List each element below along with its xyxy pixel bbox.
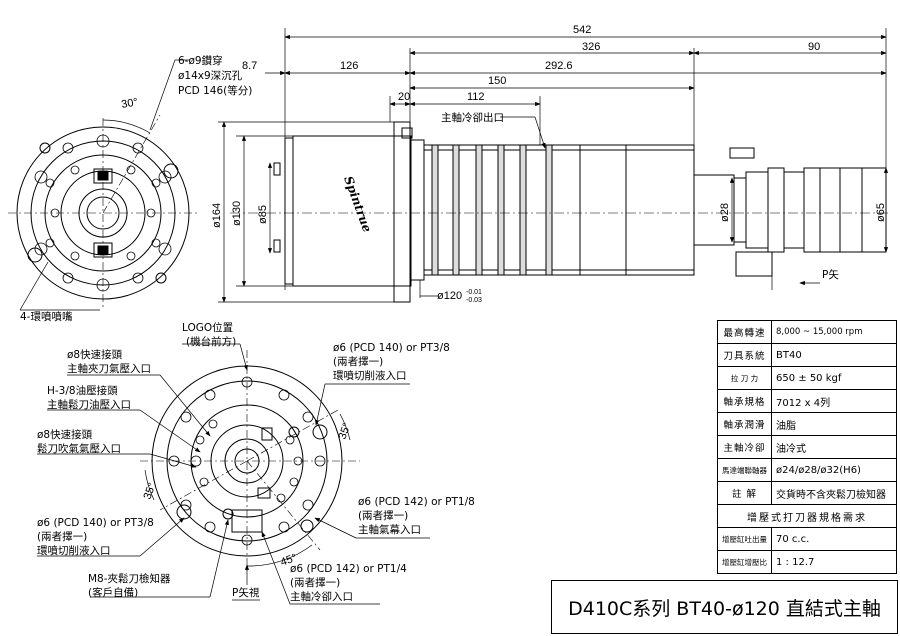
spindle-cooling-inlet: 主軸冷卻入口 xyxy=(290,590,353,603)
spec-row: 註 解交貨時不含夾鬆刀檢知器 xyxy=(717,481,897,505)
logo-position-label: LOGO位置 xyxy=(182,321,233,334)
spec-value: 650 ± 50 kgf xyxy=(771,366,897,390)
coolant-ring-choice-left: (兩者擇一) xyxy=(37,530,87,543)
side-view-spindle xyxy=(273,121,887,303)
dim-dia-130: ø130 xyxy=(231,201,243,226)
dim-tol-up: -0.01 xyxy=(466,289,482,296)
sensor-note: (客戶自備) xyxy=(88,586,138,599)
spindle-cooling-choice: (兩者擇一) xyxy=(290,576,340,589)
hydraulic-fitting-label: H-3/8油壓接頭 xyxy=(47,384,118,397)
spec-value: BT40 xyxy=(771,343,897,367)
angle-45: 45° xyxy=(279,552,299,569)
dim-292-6: 292.6 xyxy=(545,60,573,72)
nozzle-label: 4-環噴噴嘴 xyxy=(20,311,73,323)
dim-dia-85: ø85 xyxy=(257,205,269,224)
p-view-label: P矢視 xyxy=(232,586,260,599)
dim-dia-65: ø65 xyxy=(875,203,887,222)
spec-value: 油脂 xyxy=(771,412,897,436)
p-arrow-label: P矢 xyxy=(822,268,839,281)
dim-542: 542 xyxy=(573,24,591,36)
blow-air-fitting-label: ø8快速接頭 xyxy=(37,428,93,441)
angle-35-right: 35° xyxy=(337,421,354,441)
bolt-hole-label-1: 6-ø9鑽穿 xyxy=(178,54,223,67)
dim-120: ø120 xyxy=(437,290,462,302)
unclamp-oil-inlet-label: 主軸鬆刀油壓入口 xyxy=(47,398,131,411)
spec-key: 增壓缸吐出量 xyxy=(717,527,772,551)
spec-key: 增壓缸增壓比 xyxy=(717,550,772,574)
air-curtain-choice: (兩者擇一) xyxy=(358,509,408,522)
spec-value: 交貨時不含夾鬆刀檢知器 xyxy=(771,481,897,505)
coolant-ring-inlet-left: 環噴切削液入口 xyxy=(37,544,111,557)
sensor-label: M8-夾鬆刀檢知器 xyxy=(88,572,171,585)
spintrue-logo: Spintrue xyxy=(341,174,374,234)
logo-position-note: (機台前方) xyxy=(186,335,236,348)
angle-30: 30° xyxy=(120,96,138,111)
dim-126: 126 xyxy=(340,60,358,72)
spec-key: 刀具系統 xyxy=(717,343,772,367)
bolt-hole-label-2: ø14x9深沉孔 xyxy=(178,69,243,82)
coolant-ring-port-left: ø6 (PCD 140) or PT3/8 xyxy=(37,517,154,529)
spec-value: 7012 x 4列 xyxy=(771,389,897,413)
spec-value: ø24/ø28/ø32(H6) xyxy=(771,458,897,482)
spec-section-header: 增壓式打刀器規格需求 xyxy=(717,504,897,528)
spec-key: 最高轉速 xyxy=(717,320,772,344)
dim-dia-164: ø164 xyxy=(211,203,223,228)
coolant-outlet-label: 主軸冷卻出口 xyxy=(441,111,504,124)
dim-tol-down: -0.03 xyxy=(466,297,482,304)
spec-value: 70 c.c. xyxy=(771,527,897,551)
air-curtain-port: ø6 (PCD 142) or PT1/8 xyxy=(358,496,475,508)
spec-key: 軸承規格 xyxy=(717,389,772,413)
spec-key: 馬達端聯軸器 xyxy=(717,458,772,482)
spec-key: 註 解 xyxy=(717,481,772,505)
dim-20: 20 xyxy=(398,91,410,103)
spindle-cooling-port: ø6 (PCD 142) or PT1/4 xyxy=(290,563,407,575)
drawing-title: D410C系列 BT40-ø120 直結式主軸 xyxy=(551,580,898,634)
blow-air-inlet-label: 鬆刀吹氣氣壓入口 xyxy=(37,442,121,455)
dim-8-7: 8.7 xyxy=(242,60,257,72)
spec-value: 1 : 12.7 xyxy=(771,550,897,574)
dim-150: 150 xyxy=(488,75,506,87)
spec-row: 主軸冷卻油冷式 xyxy=(717,435,897,459)
bolt-hole-label-3: PCD 146(等分) xyxy=(178,84,252,97)
coolant-ring-inlet-right: 環噴切削液入口 xyxy=(333,369,407,382)
clamp-air-fitting-label: ø8快速接頭 xyxy=(67,348,123,361)
dim-90: 90 xyxy=(808,41,820,53)
dim-326: 326 xyxy=(582,41,600,53)
spec-section-title: 增壓式打刀器規格需求 xyxy=(717,504,897,528)
spec-key: 拉 刀 力 xyxy=(717,366,772,390)
angle-35-left: 35° xyxy=(142,481,159,501)
dim-dia-28: ø28 xyxy=(719,203,731,222)
coolant-ring-choice-right: (兩者擇一) xyxy=(333,355,383,368)
coolant-ring-port-right: ø6 (PCD 140) or PT3/8 xyxy=(333,342,450,354)
clamp-air-inlet-label: 主軸夾刀氣壓入口 xyxy=(67,362,151,375)
dim-112: 112 xyxy=(467,91,485,103)
air-curtain-inlet: 主軸氣幕入口 xyxy=(358,523,421,536)
spec-value: 油冷式 xyxy=(771,435,897,459)
spec-key: 主軸冷卻 xyxy=(717,435,772,459)
spec-value: 8,000 ~ 15,000 rpm xyxy=(771,320,897,344)
spec-row: 軸承潤滑油脂 xyxy=(717,412,897,436)
spec-key: 軸承潤滑 xyxy=(717,412,772,436)
